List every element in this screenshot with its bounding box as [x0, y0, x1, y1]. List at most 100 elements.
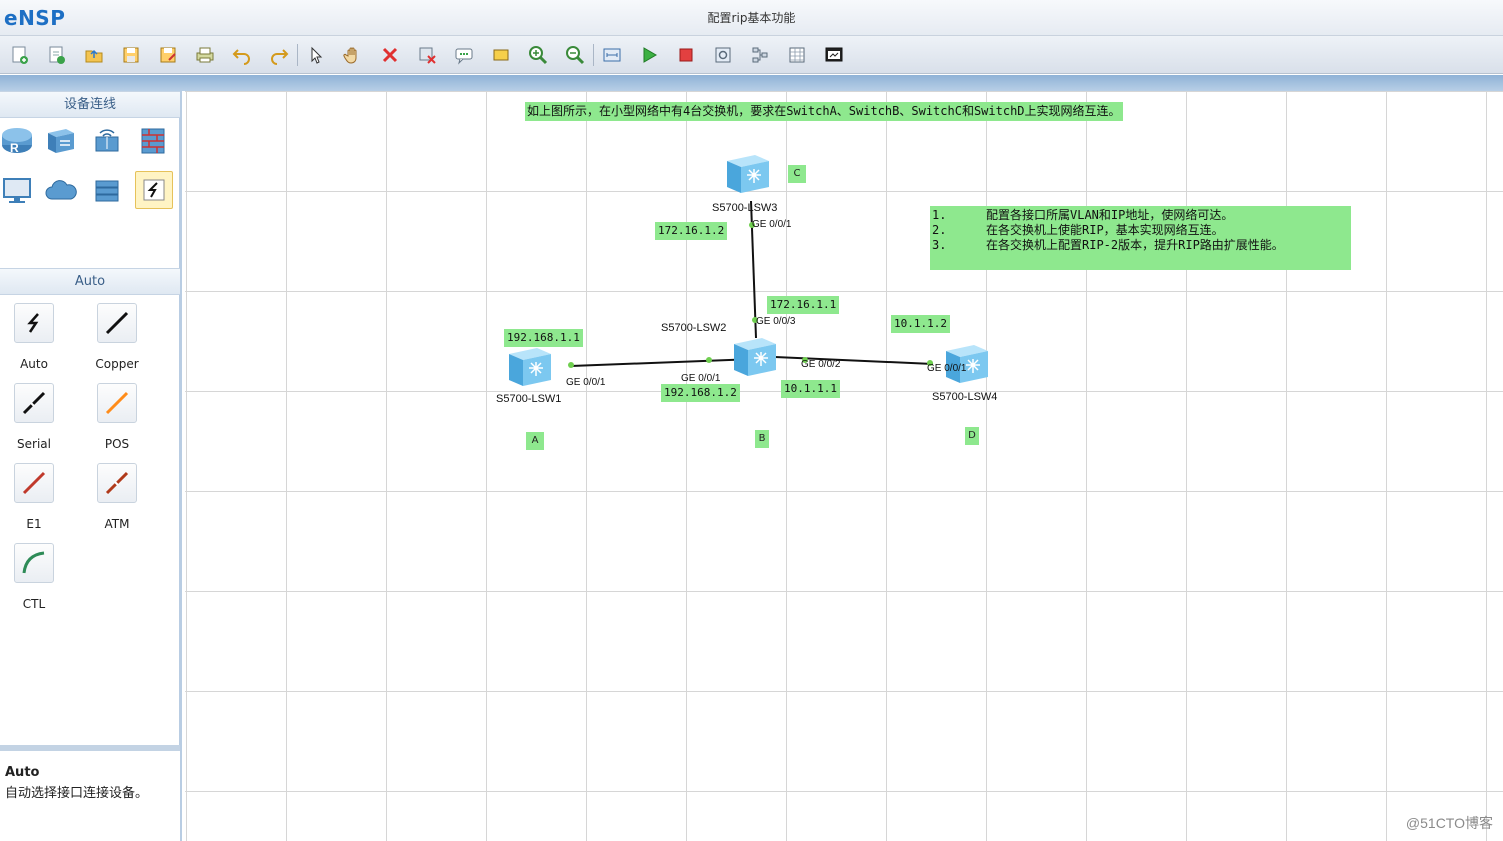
switch-lsw2[interactable] [732, 336, 778, 378]
cloud-icon[interactable] [42, 171, 80, 209]
switch-lsw3[interactable] [725, 153, 771, 195]
svg-text:R: R [10, 141, 19, 155]
port-label: GE 0/0/3 [756, 316, 796, 327]
title-bar: eNSP 配置rip基本功能 [0, 0, 1503, 36]
port-dot [568, 362, 574, 368]
ip-label: 192.168.1.1 [504, 329, 583, 347]
app-logo: eNSP [4, 6, 66, 30]
task-text: 在各交换机上使能RIP，基本实现网络互连。 [986, 223, 1224, 237]
toolbar [0, 36, 1503, 74]
zoom-in-icon[interactable] [526, 43, 550, 67]
auto-cable-icon [14, 303, 54, 343]
ip-label: 10.1.1.1 [781, 380, 840, 398]
task-item: 2. 在各交换机上使能RIP，基本实现网络互连。 [932, 223, 1349, 238]
screen-icon[interactable] [822, 43, 846, 67]
delete-link-icon[interactable] [415, 43, 439, 67]
cable-copper[interactable]: Copper [87, 303, 147, 381]
port-dot [706, 357, 712, 363]
cables-header: Auto [0, 268, 180, 295]
device-name: S5700-LSW3 [712, 202, 778, 214]
cable-label: ATM [104, 517, 130, 531]
task-number: 2. [932, 223, 947, 237]
print-icon[interactable] [193, 43, 217, 67]
device-name: S5700-LSW4 [932, 391, 998, 403]
description-text: 自动选择接口连接设备。 [5, 786, 149, 801]
pointer-icon[interactable] [304, 43, 328, 67]
cable-label: Serial [17, 437, 51, 451]
cable-label: Copper [95, 357, 139, 371]
switch-lsw1[interactable] [507, 346, 553, 388]
atm-cable-icon [97, 463, 137, 503]
fit-icon[interactable] [600, 43, 624, 67]
cable-serial[interactable]: Serial [4, 383, 64, 461]
ip-label: 192.168.1.2 [661, 384, 740, 402]
switch-icon[interactable] [42, 121, 80, 159]
save-icon[interactable] [119, 43, 143, 67]
cable-atm[interactable]: ATM [87, 463, 147, 541]
device-letter: B [755, 430, 769, 448]
new-file-icon[interactable] [45, 43, 69, 67]
device-name: S5700-LSW2 [661, 322, 727, 334]
window-title: 配置rip基本功能 [707, 11, 796, 25]
ip-label: 10.1.1.2 [891, 315, 950, 333]
zoom-out-icon[interactable] [563, 43, 587, 67]
devices-header: 设备连线 [0, 91, 180, 118]
undo-icon[interactable] [230, 43, 254, 67]
cable-auto[interactable]: Auto [4, 303, 64, 381]
firewall-icon[interactable] [134, 121, 172, 159]
watermark: @51CTO博客 [1405, 815, 1493, 831]
cable-label: CTL [22, 597, 46, 611]
new-topo-icon[interactable] [8, 43, 32, 67]
cable-ctl[interactable]: CTL [4, 543, 64, 621]
task-number: 1. [932, 208, 947, 222]
pc-icon[interactable] [0, 171, 36, 209]
open-icon[interactable] [82, 43, 106, 67]
device-panel: 设备连线 R Auto Auto Copper Serial POS E1 AT… [0, 91, 182, 841]
rect-icon[interactable] [489, 43, 513, 67]
device-letter: A [526, 432, 544, 450]
stop-icon[interactable] [674, 43, 698, 67]
task-item: 3. 在各交换机上配置RIP-2版本，提升RIP路由扩展性能。 [932, 238, 1349, 253]
task-text: 配置各接口所属VLAN和IP地址，使网络可达。 [986, 208, 1234, 222]
cable-e1[interactable]: E1 [4, 463, 64, 541]
start-icon[interactable] [637, 43, 661, 67]
switch-lsw4[interactable] [944, 343, 990, 385]
router-icon[interactable]: R [0, 121, 36, 159]
ip-label: 172.16.1.1 [767, 296, 840, 314]
grid-icon[interactable] [785, 43, 809, 67]
link-lsw2-lsw4 [774, 356, 934, 365]
port-dot [752, 317, 758, 323]
capture-icon[interactable] [711, 43, 735, 67]
description-panel: Auto 自动选择接口连接设备。 [0, 745, 180, 841]
task-number: 3. [932, 238, 947, 252]
topology-heading: 如上图所示，在小型网络中有4台交换机，要求在SwitchA、SwitchB、Sw… [525, 102, 1123, 121]
cable-label: POS [104, 437, 130, 451]
delete-icon[interactable] [378, 43, 402, 67]
cable-label: E1 [26, 517, 42, 531]
topology-icon[interactable] [748, 43, 772, 67]
wireless-icon[interactable] [88, 121, 126, 159]
links-layer [568, 200, 934, 368]
device-name: S5700-LSW1 [496, 393, 562, 405]
e1-cable-icon [14, 463, 54, 503]
description-title: Auto [5, 765, 40, 780]
redo-icon[interactable] [267, 43, 291, 67]
text-icon[interactable] [452, 43, 476, 67]
port-label: GE 0/0/1 [566, 377, 606, 388]
port-dot [802, 357, 808, 363]
hand-icon[interactable] [341, 43, 365, 67]
port-label: GE 0/0/1 [927, 363, 967, 374]
toolbar-divider [0, 75, 1503, 91]
auto-link-icon[interactable] [135, 171, 173, 209]
ctl-cable-icon [14, 543, 54, 583]
pos-cable-icon [97, 383, 137, 423]
save-as-icon[interactable] [156, 43, 180, 67]
port-label: GE 0/0/1 [752, 219, 792, 230]
task-text: 在各交换机上配置RIP-2版本，提升RIP路由扩展性能。 [986, 238, 1284, 252]
topology-canvas[interactable]: 如上图所示，在小型网络中有4台交换机，要求在SwitchA、SwitchB、Sw… [185, 91, 1503, 841]
cable-pos[interactable]: POS [87, 383, 147, 461]
task-note: 1. 配置各接口所属VLAN和IP地址，使网络可达。 2. 在各交换机上使能RIP，… [930, 206, 1351, 270]
task-item: 1. 配置各接口所属VLAN和IP地址，使网络可达。 [932, 208, 1349, 223]
device-letter: D [965, 427, 979, 445]
other-device-icon[interactable] [88, 171, 126, 209]
